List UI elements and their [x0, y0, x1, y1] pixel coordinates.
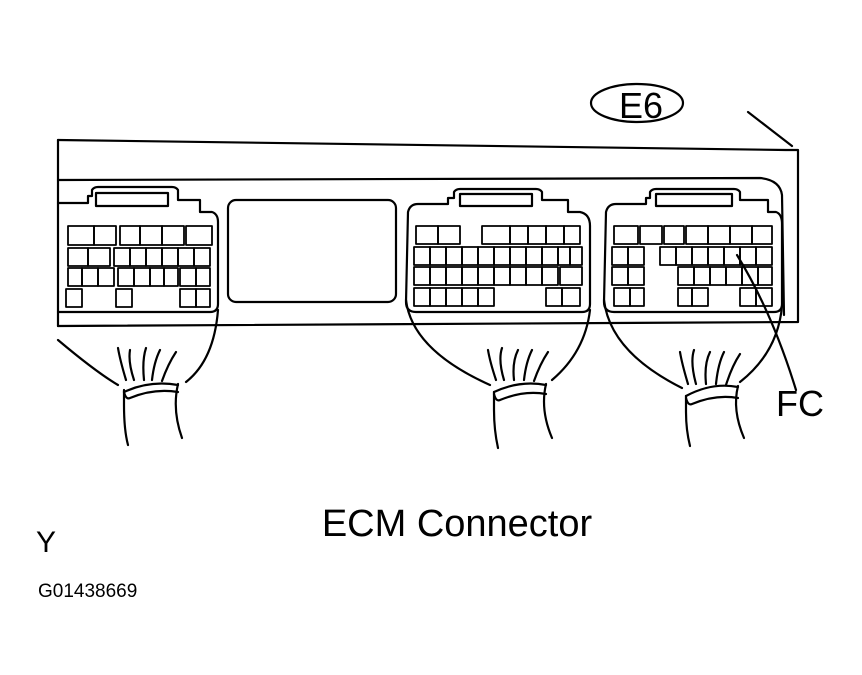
center-window [226, 198, 398, 304]
corner-letter: Y [36, 526, 57, 559]
diagram-caption: ECM Connector [321, 503, 593, 545]
connector-left [56, 185, 220, 314]
connector-left-terminals [65, 225, 213, 308]
connector-middle-terminals [413, 225, 583, 307]
harness-left [56, 308, 220, 447]
harness-e6 [602, 298, 784, 448]
figure-id: G01438669 [38, 581, 138, 602]
connector-code-ellipse [589, 82, 685, 124]
connector-middle [404, 187, 592, 314]
harness-middle [404, 298, 592, 450]
connector-code-label: E6 [619, 85, 663, 126]
connector-e6-terminals [611, 225, 773, 307]
ecm-housing [56, 110, 800, 328]
fc-leader-line [735, 253, 798, 392]
connector-e6 [602, 187, 784, 314]
terminal-label-fc: FC [776, 383, 824, 424]
